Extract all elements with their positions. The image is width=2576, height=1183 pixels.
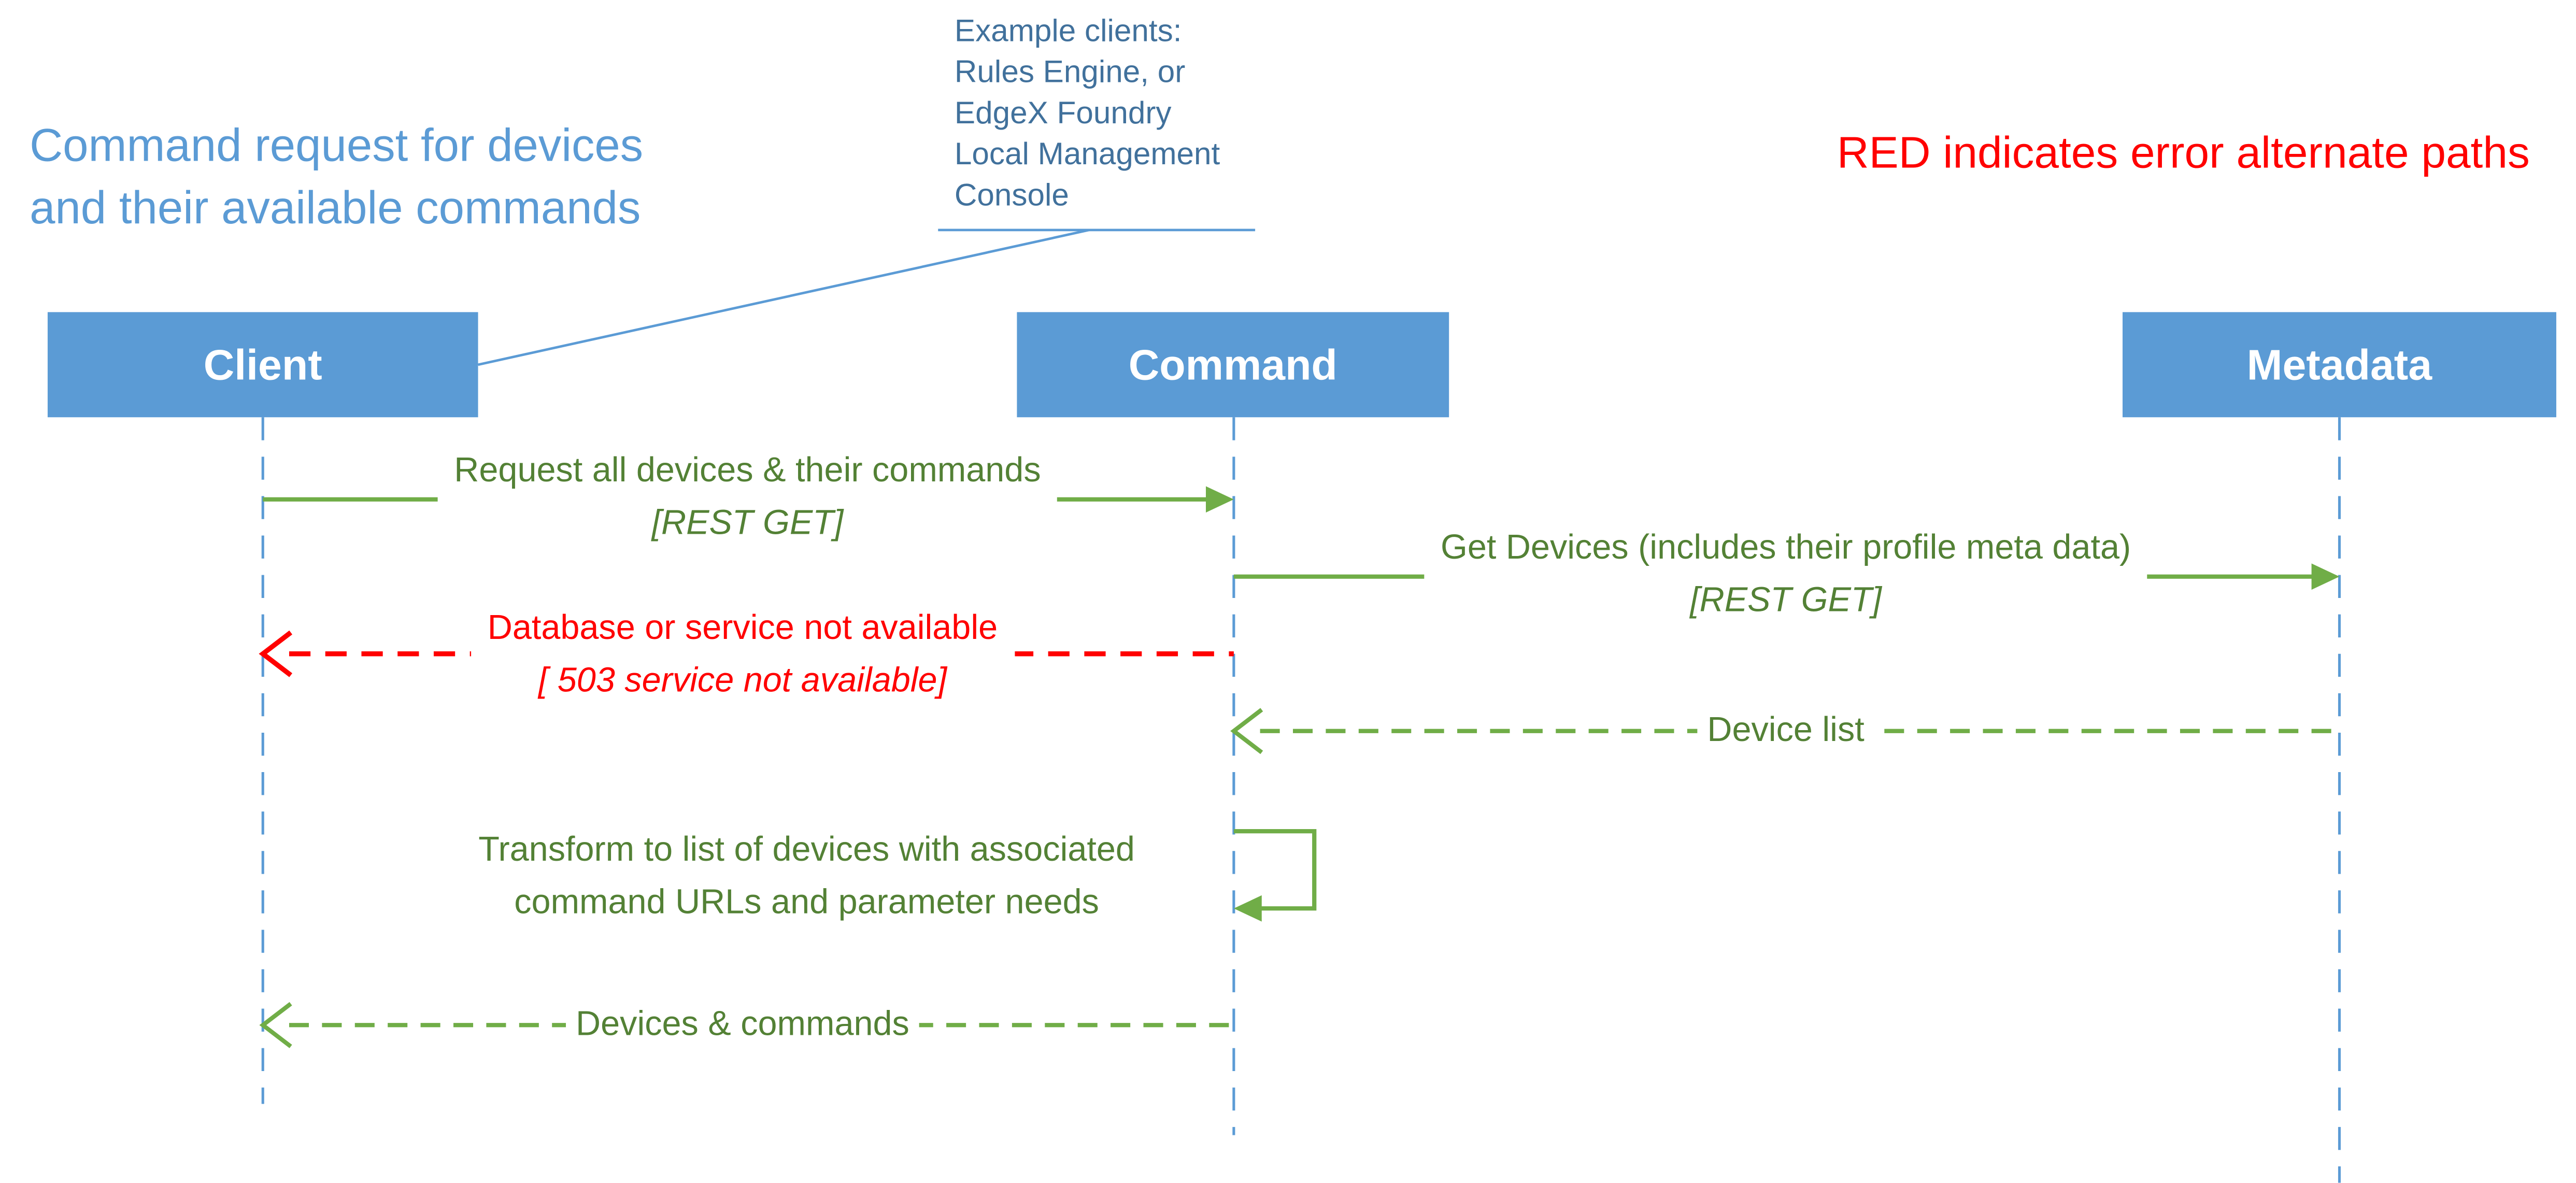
message-text: Request all devices & their commands [454,451,1041,490]
message-text: command URLs and parameter needs [514,883,1099,922]
message-text: Device list [1707,711,1865,749]
page-title-line: Command request for devices [30,120,644,171]
message-text: Transform to list of devices with associ… [478,831,1135,870]
message-label-devices-and-commands: Devices & commands [566,999,919,1051]
note-line: Console [954,179,1069,214]
page-title-line: and their available commands [30,182,641,234]
note-line: Example clients: [954,15,1182,50]
message-label-request-all-devices: Request all devices & their commands [RE… [437,445,1058,551]
page-title: Command request for devices and their av… [30,115,643,240]
message-label-self-transform: Transform to list of devices with associ… [462,824,1151,930]
note-leader-line [478,229,1090,366]
open-arrowhead-error-return [259,630,293,677]
actor-label-metadata: Metadata [2246,339,2432,389]
message-subtext: [REST GET] [1690,581,1882,620]
note-line: Local Management [954,138,1220,173]
message-label-device-list: Device list [1697,705,1874,758]
message-subtext: [REST GET] [651,504,844,543]
open-arrowhead-devices-and-commands [259,1002,292,1048]
note-line: Rules Engine, or [954,55,1186,91]
solid-arrowhead-self-transform [1233,895,1262,922]
arrow-self-transform [1233,829,1317,911]
actor-label-command: Command [1128,339,1337,389]
actor-box-command: Command [1017,312,1449,418]
message-label-get-devices: Get Devices (includes their profile meta… [1424,522,2147,628]
message-text: Devices & commands [576,1005,909,1044]
example-clients-note: Example clients: Rules Engine, or EdgeX … [955,11,1220,217]
red-error-legend: RED indicates error alternate paths [1837,128,2530,178]
actor-box-metadata: Metadata [2123,312,2556,418]
message-label-error-return: Database or service not available [ 503 … [471,603,1014,708]
note-line: EdgeX Foundry [954,97,1172,132]
message-text: Database or service not available [487,609,998,648]
solid-arrowhead-get-devices [2311,563,2340,590]
message-subtext: [ 503 service not available] [538,662,947,700]
solid-arrowhead-request-all-devices [1205,486,1234,513]
open-arrowhead-device-list [1230,708,1263,754]
actor-label-client: Client [203,339,322,389]
message-text: Get Devices (includes their profile meta… [1441,529,2131,567]
actor-box-client: Client [47,312,478,418]
